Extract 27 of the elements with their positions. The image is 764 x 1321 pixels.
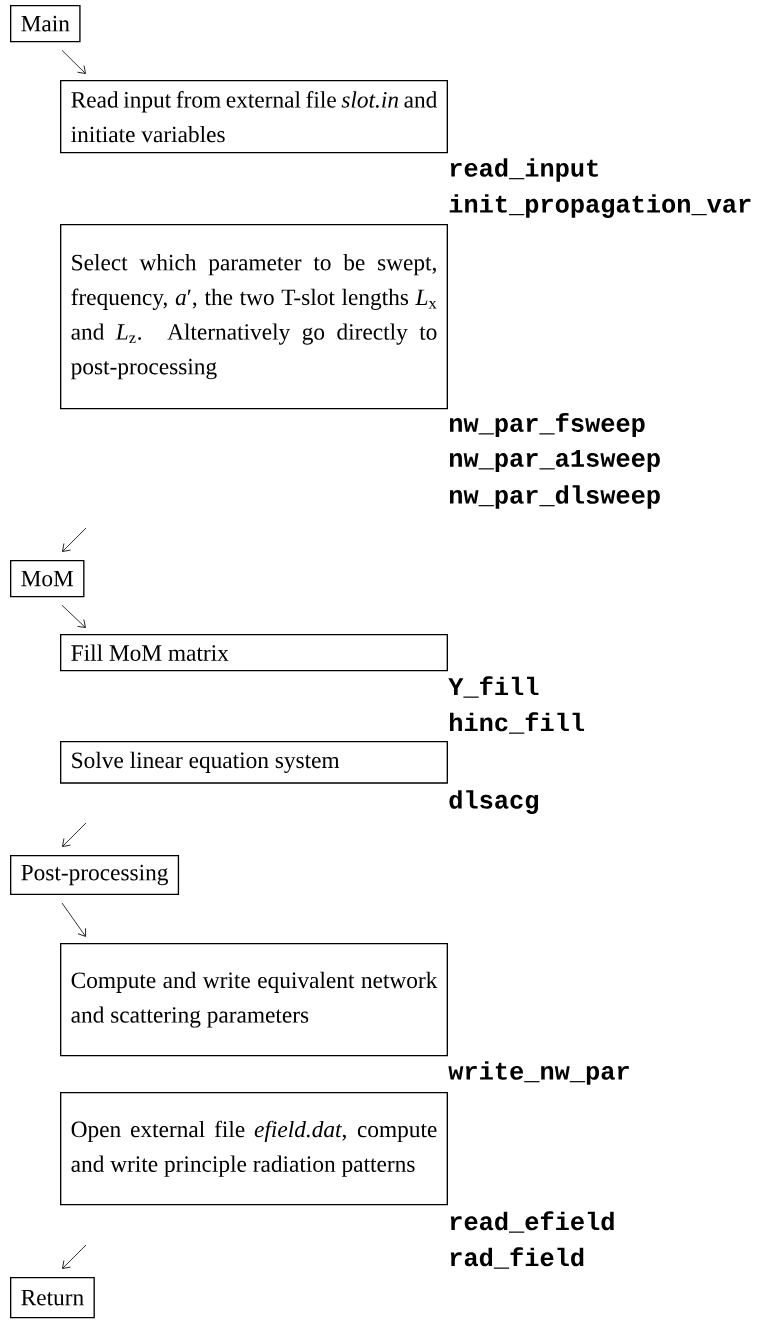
- function-name: init_propagation_var: [449, 194, 751, 218]
- arrow: [61, 49, 86, 74]
- function-name: dlsacg: [449, 790, 539, 814]
- section-box: MoM: [10, 560, 85, 598]
- function-name: nw_par_dlsweep: [449, 485, 660, 509]
- step-box: Read input from external file slot.in and initiate variables: [60, 80, 448, 154]
- section-box: Post-processing: [10, 855, 180, 895]
- step-box: Compute and write equivalent network and scattering parameters: [60, 943, 448, 1057]
- step-box: Select which parameter to be swept, frequency, a′, the two T-slot lengths L$_{x}$ and L$_{z}$. Alternatively go directly to post-processing: [60, 224, 448, 410]
- function-name: read_efield: [450, 1211, 614, 1233]
- step-box: Solve linear equation system: [60, 741, 448, 784]
- section-box: Return: [10, 1277, 95, 1319]
- arrow: [62, 527, 87, 552]
- step-box: Fill MoM matrix: [60, 634, 448, 672]
- arrow: [61, 902, 86, 937]
- function-name: rad_field: [450, 1247, 584, 1269]
- function-name: write_nw_par: [448, 1061, 629, 1085]
- function-name: nw_par_fsweep: [449, 413, 645, 437]
- arrow: [61, 604, 86, 628]
- section-box: Main: [10, 5, 81, 43]
- arrow: [62, 822, 87, 847]
- arrow: [62, 1244, 87, 1269]
- function-name: nw_par_a1sweep: [449, 450, 660, 472]
- step-box: Open external file efield.dat, compute and write principle radiation patterns: [60, 1092, 448, 1206]
- function-name: read_input: [450, 158, 598, 182]
- function-name: Y_fill: [448, 676, 539, 698]
- function-name: hinc_fill: [450, 712, 585, 734]
